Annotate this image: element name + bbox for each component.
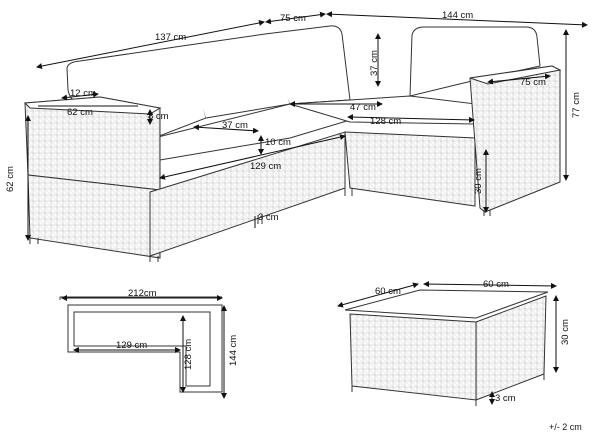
dim-arm-depth-right: 75 cm <box>520 77 546 88</box>
dim-overall-corner-width: 75 cm <box>280 13 306 24</box>
dim-table-height: 30 cm <box>560 319 571 345</box>
dim-seat-depth-right: 47 cm <box>350 102 376 113</box>
dim-back-height: 37 cm <box>369 50 380 76</box>
coffee-table-drawing <box>345 290 548 406</box>
left-base <box>28 175 160 258</box>
dim-overall-left-width: 137 cm <box>155 32 187 43</box>
dim-seat-height-left: 62 cm <box>5 166 16 192</box>
dim-arm-depth-left: 62 cm <box>67 107 93 118</box>
dim-overall-right-width: 144 cm <box>442 10 474 21</box>
dim-leg-height: 3 cm <box>258 212 279 223</box>
front-base-right <box>345 132 475 206</box>
tolerance-note: +/- 2 cm <box>549 422 582 432</box>
dim-table-leg: 3 cm <box>495 393 516 404</box>
dim-seat-height-right: 30 cm <box>473 168 484 194</box>
corner-sofa-drawing <box>25 26 560 262</box>
dim-total-height: 77 cm <box>571 92 582 118</box>
dim-seat-depth-left: 37 cm <box>222 120 248 131</box>
dim-plan-total-width: 212cm <box>128 288 157 299</box>
dim-cushion-height: 10 cm <box>265 137 291 148</box>
dim-plan-inner-depth: 128 cm <box>183 338 194 370</box>
dim-seat-length-right: 128 cm <box>370 116 402 127</box>
table-dimension-lines <box>337 281 559 405</box>
sofa-dimension-lines <box>25 11 588 241</box>
dim-arm-thickness: 8 cm <box>148 111 169 122</box>
dim-table-width: 60 cm <box>483 279 509 290</box>
dim-plan-inner-length: 129 cm <box>116 340 148 351</box>
dim-seat-length-left: 129 cm <box>250 161 282 172</box>
dim-table-depth: 60 cm <box>375 286 401 297</box>
dim-arm-width-left: 12 cm <box>70 88 96 99</box>
dim-plan-total-depth: 144 cm <box>228 334 239 366</box>
plan-dimension-lines <box>61 295 227 399</box>
